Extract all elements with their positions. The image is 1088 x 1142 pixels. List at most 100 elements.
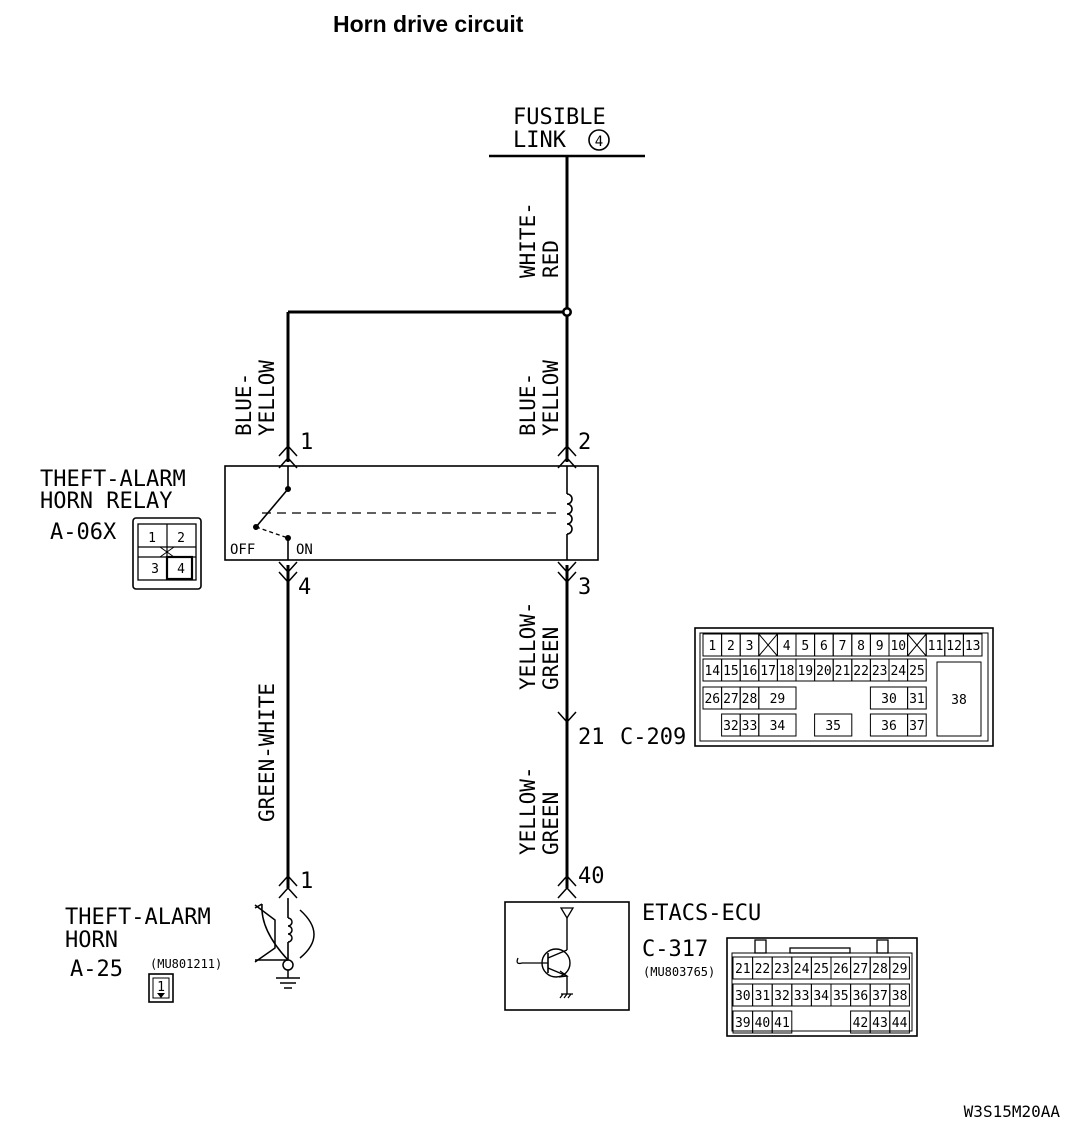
horn-body-left [254, 903, 289, 961]
horn-body-right [299, 909, 315, 959]
ecu-connector-icon [557, 874, 577, 899]
ecu-connector-latch [789, 947, 851, 954]
c209-cell-16: 16 [742, 664, 758, 679]
ecu-cell-29-box [889, 956, 910, 980]
ecu-name: ETACS-ECU [642, 901, 761, 926]
c209-pin: 21 [578, 725, 605, 750]
wires [286, 156, 572, 888]
ecu-cell-38-box [889, 983, 910, 1007]
relay-pin-3: 3 [578, 575, 591, 600]
c209-cell-37: 37 [909, 719, 925, 734]
relay-pin-4: 4 [298, 575, 311, 600]
c209-cell-35: 35 [825, 719, 841, 734]
relay-on-label: ON [296, 542, 313, 558]
c209-cell-37-box [907, 713, 927, 737]
c209-cell-31-box [907, 686, 927, 710]
c209-cell-3: 3 [746, 639, 754, 654]
wire-label-blue-yellow-right-line2: YELLOW [539, 360, 563, 436]
c209-cell-29: 29 [770, 692, 786, 707]
ecu-cell-40: 40 [755, 1016, 771, 1031]
relay-connector-face: 1 2 3 4 [132, 517, 202, 590]
fusible-link-label-line2: LINK [513, 128, 567, 153]
c209-blank-slot-blank-cross [907, 633, 927, 657]
c209-connector-inner [699, 632, 989, 742]
ecu-cell-44-box [889, 1010, 910, 1034]
ecu-cell-43: 43 [872, 1016, 888, 1031]
ecu-cell-38: 38 [892, 989, 908, 1004]
relay-connector-x-2 [159, 546, 175, 558]
relay-pin-1-connector-icon [278, 444, 298, 469]
ecu-cell-36: 36 [853, 989, 869, 1004]
c209-cell-20: 20 [816, 664, 832, 679]
c209-cell-32: 32 [723, 719, 739, 734]
horn-connector-cell-1: 1 [157, 980, 165, 995]
c209-cell-25: 25 [909, 664, 925, 679]
wire-label-blue-yellow-right-line1: BLUE- [516, 373, 540, 436]
c209-cell-14: 14 [704, 664, 720, 679]
fusible-link-number: 4 [595, 134, 603, 150]
ecu-connector-key-right [876, 939, 889, 954]
c209-cell-12: 12 [946, 639, 962, 654]
ecu-cell-42: 42 [853, 1016, 869, 1031]
transistor-collector [547, 949, 568, 959]
ecu-cell-23: 23 [774, 962, 790, 977]
c209-cell-19: 19 [797, 664, 813, 679]
ecu-cell-22: 22 [755, 962, 771, 977]
c209-cell-15: 15 [723, 664, 739, 679]
horn-name-line1: THEFT-ALARM [65, 905, 211, 930]
wire-label-yellow-green-lower-line2: GREEN [539, 792, 563, 855]
wire-label-yellow-green-upper-line1: YELLOW- [516, 601, 540, 690]
relay-connector-cell-4-highlight [165, 555, 194, 581]
c209-cell-13: 13 [965, 639, 981, 654]
ecu-cell-41-box [771, 1010, 793, 1034]
c209-cell-34: 34 [770, 719, 786, 734]
c209-cell-8: 8 [857, 639, 865, 654]
fusible-link: FUSIBLE LINK 4 [489, 105, 645, 158]
horn-pin: 1 [300, 869, 313, 894]
relay-box [224, 465, 599, 561]
relay-off-label: OFF [230, 542, 255, 558]
ecu-cell-24: 24 [794, 962, 810, 977]
relay-pin-3-connector-icon [557, 561, 577, 584]
ecu-code: C-317 [642, 937, 708, 962]
c209-cell-38-box [936, 661, 982, 737]
c209-cell-31: 31 [909, 692, 925, 707]
relay-pin-2: 2 [578, 430, 591, 455]
c209-cell-13-box [962, 633, 983, 657]
ecu-cell-27: 27 [853, 962, 869, 977]
c209-cell-5: 5 [801, 639, 809, 654]
c209-cell-7: 7 [839, 639, 847, 654]
c209-cell-18: 18 [779, 664, 795, 679]
relay-connector-cell-3: 3 [151, 562, 159, 577]
theft-alarm-horn: 1 THEFT-ALARM HORN A-25 (MU801211) 1 [65, 869, 315, 1003]
ecu-cell-32: 32 [774, 989, 790, 1004]
c209-cell-25-box [907, 658, 927, 682]
c209-cell-1: 1 [708, 639, 716, 654]
ecu-cell-30: 30 [735, 989, 751, 1004]
ecu-cell-34: 34 [813, 989, 829, 1004]
horn-name-line2: HORN [65, 928, 118, 953]
c209-connector-outer [694, 627, 994, 747]
c209-cell-21: 21 [835, 664, 851, 679]
ecu-cell-39: 39 [735, 1016, 751, 1031]
wire-label-yellow-green-lower-line1: YELLOW- [516, 766, 540, 855]
c209-cell-29-box [758, 686, 797, 710]
c209-cell-30: 30 [881, 692, 897, 707]
fusible-link-label-line1: FUSIBLE [513, 105, 606, 130]
relay-connector-cell-4: 4 [177, 562, 185, 577]
horn-connector-icon [278, 874, 298, 899]
ecu-cell-31: 31 [755, 989, 771, 1004]
ecu-cell-35: 35 [833, 989, 849, 1004]
ecu-cell-21: 21 [735, 962, 751, 977]
ecu-ground-icon [559, 993, 573, 999]
relay-pin-4-connector-icon [278, 561, 298, 584]
relay-pin-2-connector-icon [557, 444, 577, 469]
transistor-emitter [547, 967, 568, 977]
ecu-box [504, 901, 630, 1011]
c209-cell-36: 36 [881, 719, 897, 734]
c209-cell-10: 10 [890, 639, 906, 654]
ecu-input-arrow-icon [559, 907, 575, 920]
wire-label-green-white: GREEN-WHITE [255, 683, 279, 822]
c209-cell-35-box [814, 713, 853, 737]
